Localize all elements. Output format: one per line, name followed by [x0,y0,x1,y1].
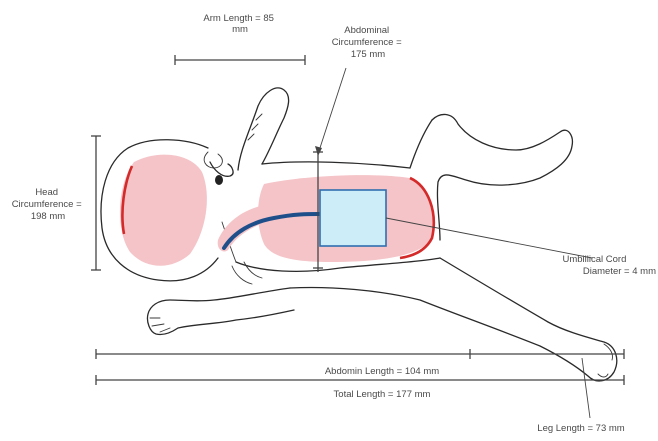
upper-arm [238,88,289,170]
extended-leg [290,258,617,381]
abdomin-length-label: Abdomin Length = 104 mm [325,366,439,377]
umbilical-cord-label: Umbillical Cord Diameter = 4 mm [562,254,656,277]
head-inner-line [204,152,222,168]
abdominal-leader-arrow [315,146,322,156]
head-circumference-label: Head Circumference = 198 mm [12,187,85,222]
raised-leg [432,114,572,240]
highlight-regions [120,155,434,266]
foot-toes [598,344,613,377]
abdominal-circumference-label: Abdominal Circumference = 175 mm [332,25,405,60]
head-highlight [120,155,207,266]
eye [215,175,223,185]
leg-length-leader [582,358,590,418]
abdominal-leader [318,68,346,154]
umbilical-cord-box [320,190,386,246]
arm-length-label: Arm Length = 85 mm [203,13,276,35]
lower-arm [147,288,294,335]
leg-length-label: Leg Length = 73 mm [537,423,624,434]
torso-top [262,120,432,168]
hand-fingers [150,318,170,332]
total-length-label: Total Length = 177 mm [334,389,431,400]
